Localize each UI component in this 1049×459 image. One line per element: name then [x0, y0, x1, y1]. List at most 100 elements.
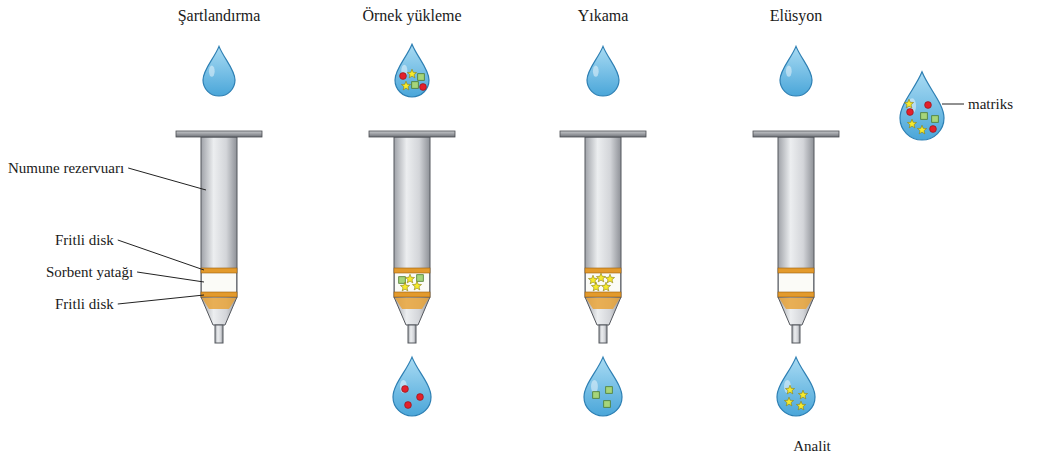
drop-outline — [587, 46, 619, 96]
liquid-drop — [203, 46, 235, 96]
part-label: Fritli disk — [55, 295, 114, 313]
spe-step: Elüsyon — [701, 6, 891, 30]
matrix-particle — [400, 73, 407, 80]
fritted-disk — [201, 268, 237, 273]
drop-highlight — [591, 380, 598, 393]
sorbent-bed — [586, 273, 620, 292]
matrix-particle — [420, 84, 427, 91]
cartridge-taper — [201, 297, 237, 325]
analyte-particle — [401, 81, 410, 90]
drop-outline — [203, 46, 235, 96]
analyte-particle — [907, 119, 916, 128]
spe-step: Yıkama — [508, 6, 698, 30]
liquid-drop — [395, 44, 429, 97]
sample-reservoir — [394, 137, 430, 297]
leader-line — [137, 272, 204, 282]
analyte-particle — [400, 282, 409, 291]
drop-outline — [393, 357, 431, 416]
interference-particle — [606, 387, 613, 394]
drop-highlight — [593, 66, 599, 77]
cartridge-taper — [394, 297, 430, 325]
part-label: Numune rezervuarı — [8, 159, 124, 177]
matrix-particle — [402, 386, 409, 393]
drop-outline — [777, 357, 815, 416]
liquid-drop — [780, 46, 812, 96]
liquid-drop — [587, 46, 619, 96]
fritted-disk — [585, 268, 621, 273]
sorbent-bed — [202, 273, 236, 292]
spe-cartridge — [560, 131, 646, 343]
fritted-disk — [778, 292, 814, 297]
fritted-disk — [394, 268, 430, 273]
analyte-particle — [412, 281, 421, 290]
fritted-disk — [585, 292, 621, 297]
part-label: Sorbent yatağı — [46, 263, 133, 281]
analyte-particle — [601, 282, 610, 291]
outlet-tip — [215, 325, 223, 343]
interference-particle — [399, 277, 406, 284]
analyte-particle — [784, 397, 793, 406]
matrix-particle — [405, 402, 412, 409]
interference-particle — [417, 275, 424, 282]
cartridge-flange — [753, 131, 839, 137]
spe-step: Örnek yükleme — [317, 6, 507, 30]
step-title: Yıkama — [508, 6, 698, 26]
spe-cartridge — [176, 131, 262, 343]
interference-particle — [418, 74, 425, 81]
leader-line — [118, 295, 204, 304]
fritted-disk — [778, 268, 814, 273]
fritted-disk — [201, 292, 237, 297]
fritted-disk — [394, 292, 430, 297]
interference-particle — [593, 392, 600, 399]
sample-reservoir — [778, 137, 814, 297]
drop-highlight — [786, 66, 792, 77]
outlet-tip — [599, 325, 607, 343]
interference-particle — [412, 82, 419, 89]
analyte-particle — [796, 401, 805, 410]
liquid-drop — [777, 357, 815, 416]
drop-outline — [395, 44, 429, 97]
analyte-particle — [917, 125, 926, 134]
analyte-particle — [904, 99, 913, 108]
analyte-particle — [798, 390, 807, 399]
matrix-particle — [925, 102, 932, 109]
step-title: Elüsyon — [701, 6, 891, 26]
sample-reservoir — [585, 137, 621, 297]
cartridge-taper — [585, 297, 621, 325]
sorbent-bed — [395, 273, 429, 292]
drop-highlight — [209, 66, 215, 77]
cartridge-flange — [560, 131, 646, 137]
analyte-particle — [405, 274, 414, 283]
matrix-particle — [930, 126, 937, 133]
analyte-particle — [591, 282, 600, 291]
liquid-drop — [900, 72, 944, 140]
outlet-tip — [792, 325, 800, 343]
part-label: Fritli disk — [55, 231, 114, 249]
matrix-particle — [907, 109, 914, 116]
leader-line — [942, 104, 964, 105]
drop-outline — [780, 46, 812, 96]
matrix-particle — [417, 394, 424, 401]
cartridge-taper — [778, 297, 814, 325]
cartridge-flange — [176, 131, 262, 137]
sorbent-bed — [779, 273, 813, 292]
liquid-drop — [393, 357, 431, 416]
legend-label: matriks — [968, 95, 1013, 113]
taper-band — [586, 298, 620, 309]
cartridge-flange — [369, 131, 455, 137]
drop-outline — [900, 72, 944, 140]
step-title: Şartlandırma — [124, 6, 314, 26]
outlet-tip — [408, 325, 416, 343]
interference-particle — [932, 116, 939, 123]
drop-outline — [584, 357, 622, 416]
leader-line — [128, 168, 206, 190]
spe-step: Şartlandırma — [124, 6, 314, 30]
interference-particle — [604, 401, 611, 408]
analyte-particle — [605, 274, 614, 283]
step-title: Örnek yükleme — [317, 6, 507, 26]
analyte-particle — [407, 69, 416, 78]
taper-band — [779, 298, 813, 309]
sample-reservoir — [201, 137, 237, 297]
taper-band — [395, 298, 429, 309]
